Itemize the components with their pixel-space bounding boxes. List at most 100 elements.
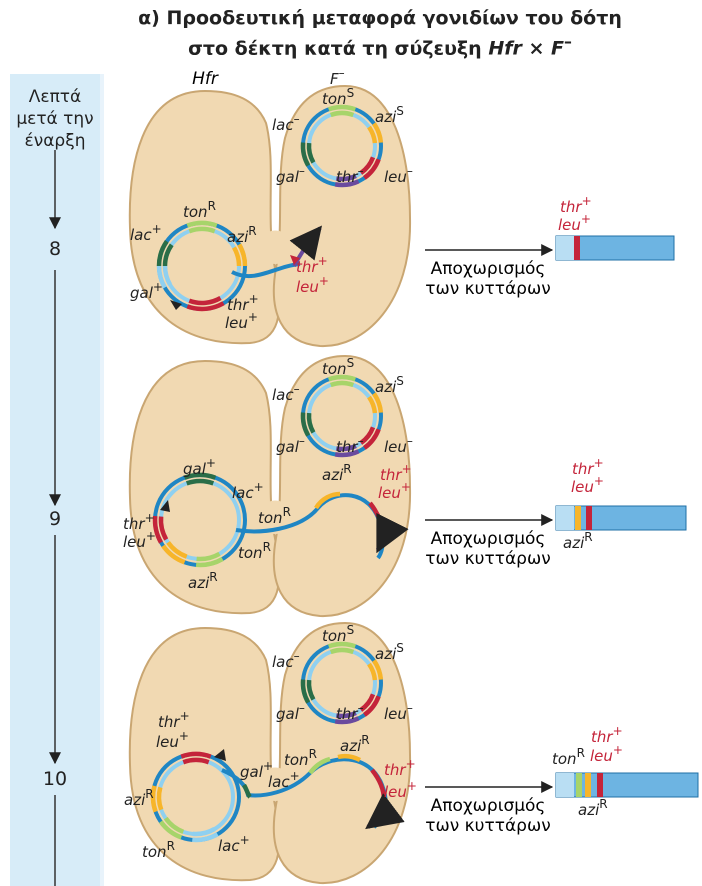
gene-segment bbox=[158, 516, 169, 541]
donor-arrowhead bbox=[214, 749, 226, 761]
gene-segment bbox=[327, 104, 357, 112]
f-minus-header: F– bbox=[330, 66, 345, 88]
separation-label-1: Αποχωρισμός bbox=[431, 259, 546, 279]
gene-segment bbox=[300, 142, 311, 167]
label-ton-s: tonS bbox=[322, 86, 354, 108]
separation-label-1: Αποχωρισμός bbox=[431, 796, 546, 816]
label-leu-plus: leu+ bbox=[123, 529, 156, 551]
gene-segment bbox=[162, 243, 174, 267]
transferred-dna-tip bbox=[365, 793, 405, 830]
gene-segment bbox=[185, 478, 215, 486]
label-azi-s: aziS bbox=[375, 374, 404, 396]
label-lac-minus: lac– bbox=[272, 649, 300, 671]
result-bar-fade bbox=[556, 236, 574, 260]
gene-segment bbox=[335, 173, 357, 182]
gene-segment bbox=[180, 751, 212, 759]
gene-segment bbox=[359, 156, 376, 175]
gene-segment bbox=[371, 392, 384, 413]
label-thr-plus: thr+ bbox=[158, 709, 190, 731]
donor-chromosome bbox=[156, 220, 248, 312]
label-leu-plus: leu+ bbox=[225, 310, 258, 332]
hfr-header: Hfr bbox=[192, 69, 219, 89]
gene-segment bbox=[306, 412, 316, 434]
gene-segment bbox=[156, 786, 164, 811]
label-leu-plus-transferred: leu+ bbox=[384, 779, 417, 801]
label-ton-r: tonR bbox=[183, 199, 216, 221]
label-gal-minus: gal– bbox=[276, 701, 305, 723]
label-ton-r: tonR bbox=[238, 540, 271, 562]
donor-chromosome bbox=[152, 472, 247, 568]
recipient-chromosome bbox=[300, 641, 384, 725]
label-ton-r-transferred: tonR bbox=[284, 747, 317, 769]
recipient-chromosome bbox=[300, 374, 384, 458]
transferred-azi bbox=[314, 491, 341, 510]
gene-segment bbox=[367, 395, 378, 414]
label-ton-r: tonR bbox=[142, 839, 175, 861]
label-thr-plus-transferred: thr+ bbox=[380, 462, 412, 484]
label-azi-r-transferred: aziR bbox=[340, 733, 370, 755]
separation-label-2: των κυττάρων bbox=[425, 549, 550, 569]
gene-segment bbox=[306, 679, 316, 701]
gene-segment bbox=[231, 246, 242, 267]
result-thr-leu-band bbox=[586, 506, 592, 530]
label-leu-plus-transferred: leu+ bbox=[378, 480, 411, 502]
gene-segment bbox=[334, 716, 360, 725]
label-thr-plus-transferred: thr+ bbox=[384, 757, 416, 779]
transferred-thr-leu bbox=[290, 255, 300, 265]
gene-segment bbox=[329, 647, 355, 655]
gene-segment bbox=[196, 551, 221, 562]
gene-segment bbox=[192, 832, 219, 843]
gene-segment bbox=[363, 428, 381, 450]
result-label-ton: tonR bbox=[552, 746, 585, 768]
gene-segment bbox=[162, 265, 173, 286]
label-azi-r: aziR bbox=[227, 224, 257, 246]
gene-segment bbox=[335, 443, 357, 452]
separation-label-2: των κυττάρων bbox=[425, 279, 550, 299]
label-thr-plus: thr+ bbox=[227, 292, 259, 314]
transferred-ton bbox=[308, 756, 331, 775]
transferred-gal bbox=[242, 783, 252, 799]
title-line-1: α) Προοδευτική μεταφορά γονιδίων του δότ… bbox=[138, 7, 622, 29]
gene-segment bbox=[329, 110, 355, 118]
label-ton-s: tonS bbox=[322, 356, 354, 378]
result-label-leu: leu+ bbox=[571, 474, 604, 496]
gene-segment bbox=[237, 243, 248, 267]
transferred-azi bbox=[337, 753, 362, 763]
donor-arrowhead bbox=[160, 500, 170, 512]
label-lac-plus: lac+ bbox=[130, 222, 162, 244]
gene-segment bbox=[156, 240, 169, 267]
label-azi-r: aziR bbox=[188, 570, 218, 592]
title-line-2: στο δέκτη κατά τη σύζευξη Hfr × F– bbox=[188, 32, 572, 60]
gene-segment bbox=[186, 220, 218, 228]
donor-arrowhead bbox=[170, 300, 182, 310]
gene-segment bbox=[359, 426, 376, 445]
gene-segment bbox=[327, 374, 357, 382]
result-ton-band bbox=[576, 773, 582, 797]
label-thr-minus: thr– bbox=[336, 434, 364, 456]
label-lac-minus: lac– bbox=[272, 382, 300, 404]
gene-segment bbox=[163, 816, 185, 834]
gene-segment bbox=[192, 827, 216, 837]
label-thr-minus: thr– bbox=[336, 164, 364, 186]
timeline-bar-edge bbox=[100, 74, 104, 886]
transferred-dna-tip bbox=[375, 512, 409, 554]
result-label-thr: thr+ bbox=[591, 724, 623, 746]
result-azi-band bbox=[585, 773, 591, 797]
label-lac-plus: lac+ bbox=[218, 833, 250, 855]
gene-segment bbox=[300, 679, 311, 704]
gene-segment bbox=[335, 710, 357, 719]
gene-segment bbox=[152, 515, 164, 544]
gene-segment bbox=[186, 301, 225, 312]
conjugation-bridge bbox=[262, 500, 290, 534]
gene-segment bbox=[182, 757, 210, 765]
gene-segment bbox=[188, 296, 222, 306]
label-ton-s: tonS bbox=[322, 623, 354, 645]
gene-segment bbox=[156, 265, 167, 289]
gene-segment bbox=[363, 158, 381, 180]
result-thr-leu-band bbox=[574, 236, 580, 260]
label-leu-minus: leu– bbox=[384, 434, 413, 456]
gene-segment bbox=[363, 695, 381, 717]
